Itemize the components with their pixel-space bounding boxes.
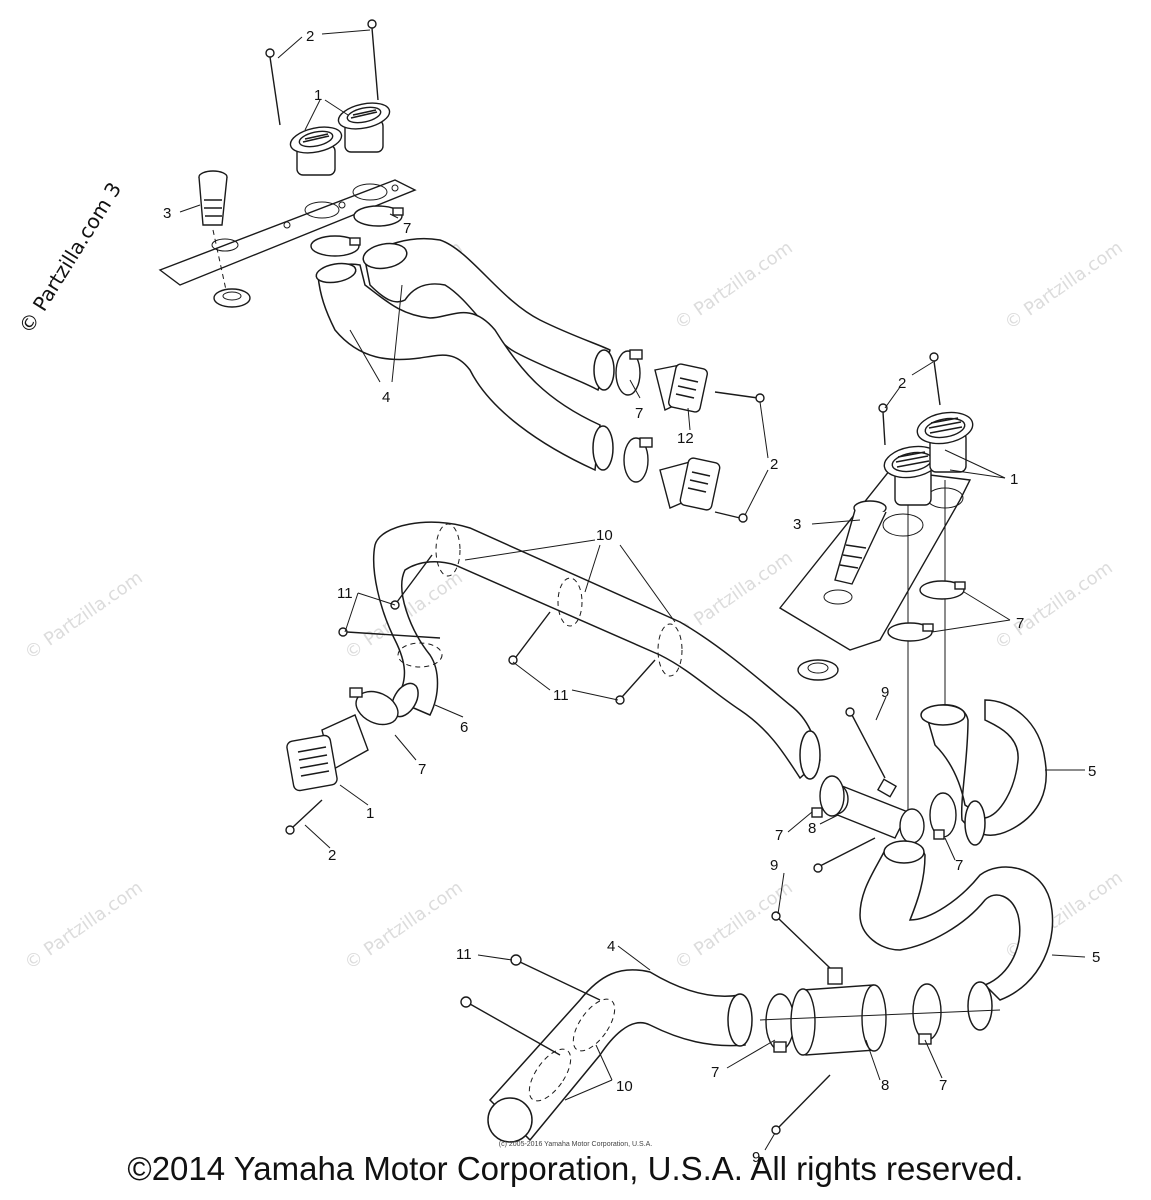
callout-2: 2 xyxy=(898,375,906,392)
callout-2: 2 xyxy=(770,456,778,473)
callout-2: 2 xyxy=(306,28,314,45)
screw-icon xyxy=(845,707,886,779)
callout-11: 11 xyxy=(553,687,569,704)
clamp-icon xyxy=(623,437,653,483)
callout-9: 9 xyxy=(752,1149,760,1166)
screw-icon xyxy=(813,837,876,873)
vent-icon xyxy=(883,445,941,506)
callout-7: 7 xyxy=(939,1077,947,1094)
nut-icon xyxy=(213,288,251,308)
callout-labels: 2 1 3 7 4 7 12 2 2 1 3 10 11 7 11 9 6 7 … xyxy=(163,28,1100,1166)
callout-7: 7 xyxy=(635,405,643,422)
clamp-icon xyxy=(929,792,957,840)
callout-7: 7 xyxy=(1016,615,1024,632)
mid-left-assembly xyxy=(285,521,821,835)
callout-6: 6 xyxy=(460,719,468,736)
callout-7: 7 xyxy=(418,761,426,778)
screw-icon xyxy=(771,911,831,969)
callout-1: 1 xyxy=(314,87,322,104)
hose-elbow-lower xyxy=(859,843,1054,1001)
leader-lines xyxy=(179,29,1086,1151)
callout-5: 5 xyxy=(1088,763,1096,780)
screw-icon xyxy=(338,627,441,639)
clamp-icon xyxy=(912,983,942,1045)
bottom-assembly xyxy=(460,911,1001,1143)
screw-icon xyxy=(265,48,281,126)
callout-4: 4 xyxy=(607,938,615,955)
clamp-icon xyxy=(310,235,361,257)
watermark: © Partzilla.com xyxy=(21,877,147,974)
callout-8: 8 xyxy=(881,1077,889,1094)
copyright-text: ©2014 Yamaha Motor Corporation, U.S.A. A… xyxy=(127,1150,1024,1187)
screw-icon xyxy=(508,611,551,665)
watermark: © Partzilla.com xyxy=(21,567,147,664)
clamp-icon xyxy=(349,687,399,726)
watermark: © Partzilla.com xyxy=(341,877,467,974)
vent-icon xyxy=(916,411,974,473)
mounting-plate xyxy=(158,179,417,286)
callout-7: 7 xyxy=(955,857,963,874)
top-left-assembly xyxy=(158,19,765,523)
callout-8: 8 xyxy=(808,820,816,837)
vent-icon xyxy=(337,102,391,153)
strainer-icon xyxy=(198,170,228,291)
callout-10: 10 xyxy=(616,1078,633,1095)
callout-7: 7 xyxy=(775,827,783,844)
callout-3: 3 xyxy=(163,205,171,222)
clamp-icon xyxy=(811,775,845,818)
callout-9: 9 xyxy=(881,684,889,701)
callout-1: 1 xyxy=(1010,471,1018,488)
screw-icon xyxy=(615,659,656,705)
screw-icon xyxy=(714,511,748,523)
callout-9: 9 xyxy=(770,857,778,874)
callout-4: 4 xyxy=(382,389,390,406)
callout-2: 2 xyxy=(328,847,336,864)
screw-icon xyxy=(929,352,941,406)
vent-icon xyxy=(289,126,343,176)
outlet-fitting-icon xyxy=(654,363,708,413)
callout-11: 11 xyxy=(456,946,472,963)
clamp-icon xyxy=(353,205,404,227)
mounting-plate xyxy=(778,469,972,651)
clamp-icon xyxy=(919,580,966,600)
callout-5: 5 xyxy=(1092,949,1100,966)
callout-11: 11 xyxy=(337,585,353,602)
clamp-icon xyxy=(887,622,934,642)
hose-lower xyxy=(317,263,601,472)
screw-icon xyxy=(510,954,601,1001)
nut-icon xyxy=(797,659,839,681)
screw-icon xyxy=(367,19,379,101)
hose-long xyxy=(372,521,821,780)
callout-3: 3 xyxy=(793,516,801,533)
screw-icon xyxy=(285,799,323,835)
screw-icon xyxy=(878,403,888,446)
small-credit-text: (c) 2005-2016 Yamaha Motor Corporation, … xyxy=(498,1141,653,1148)
right-assembly xyxy=(778,352,1054,1031)
outlet-fitting-icon xyxy=(659,457,721,511)
inlet-fitting-icon xyxy=(286,714,369,792)
screw-icon xyxy=(714,391,765,403)
hose-upper xyxy=(364,237,611,392)
callout-7: 7 xyxy=(711,1064,719,1081)
watermark: © Partzilla.com xyxy=(1001,237,1127,334)
callout-1: 1 xyxy=(366,805,374,822)
watermark: © Partzilla.com xyxy=(991,557,1117,654)
screw-icon xyxy=(771,1074,831,1135)
side-watermark: © Partzilla.com 3 xyxy=(14,178,126,338)
screw-icon xyxy=(460,996,561,1056)
watermark: © Partzilla.com xyxy=(671,237,797,334)
connector-pipe-icon xyxy=(790,967,887,1056)
callout-12: 12 xyxy=(677,430,694,447)
callout-10: 10 xyxy=(596,527,613,544)
callout-7: 7 xyxy=(403,220,411,237)
clamp-icon xyxy=(615,349,643,396)
hose-elbow-upper xyxy=(924,699,1047,836)
strainer-icon xyxy=(834,500,887,585)
watermark: © Partzilla.com xyxy=(671,877,797,974)
